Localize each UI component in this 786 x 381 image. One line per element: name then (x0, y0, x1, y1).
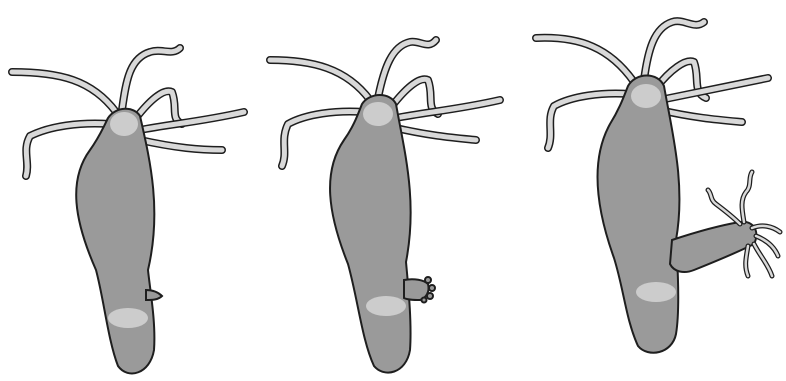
hydra-3-body (598, 76, 680, 353)
hydra-3-hypostome (631, 84, 661, 108)
hydra-stage-2 (270, 40, 500, 373)
hydra-stage-1 (12, 48, 244, 373)
hydra-1-hypostome (110, 112, 138, 136)
hydra-2-body (330, 95, 411, 373)
hydra-1-bud (146, 290, 162, 300)
hydra-1-body (76, 109, 154, 374)
hydra-2-budding-zone (366, 296, 406, 316)
hydra-stage-3 (536, 21, 780, 353)
hydra-2-hypostome (363, 102, 393, 126)
hydra-3-bud (670, 172, 780, 276)
hydra-2-bud (404, 277, 435, 303)
hydra-3-budding-zone (636, 282, 676, 302)
hydra-1-budding-zone (108, 308, 148, 328)
